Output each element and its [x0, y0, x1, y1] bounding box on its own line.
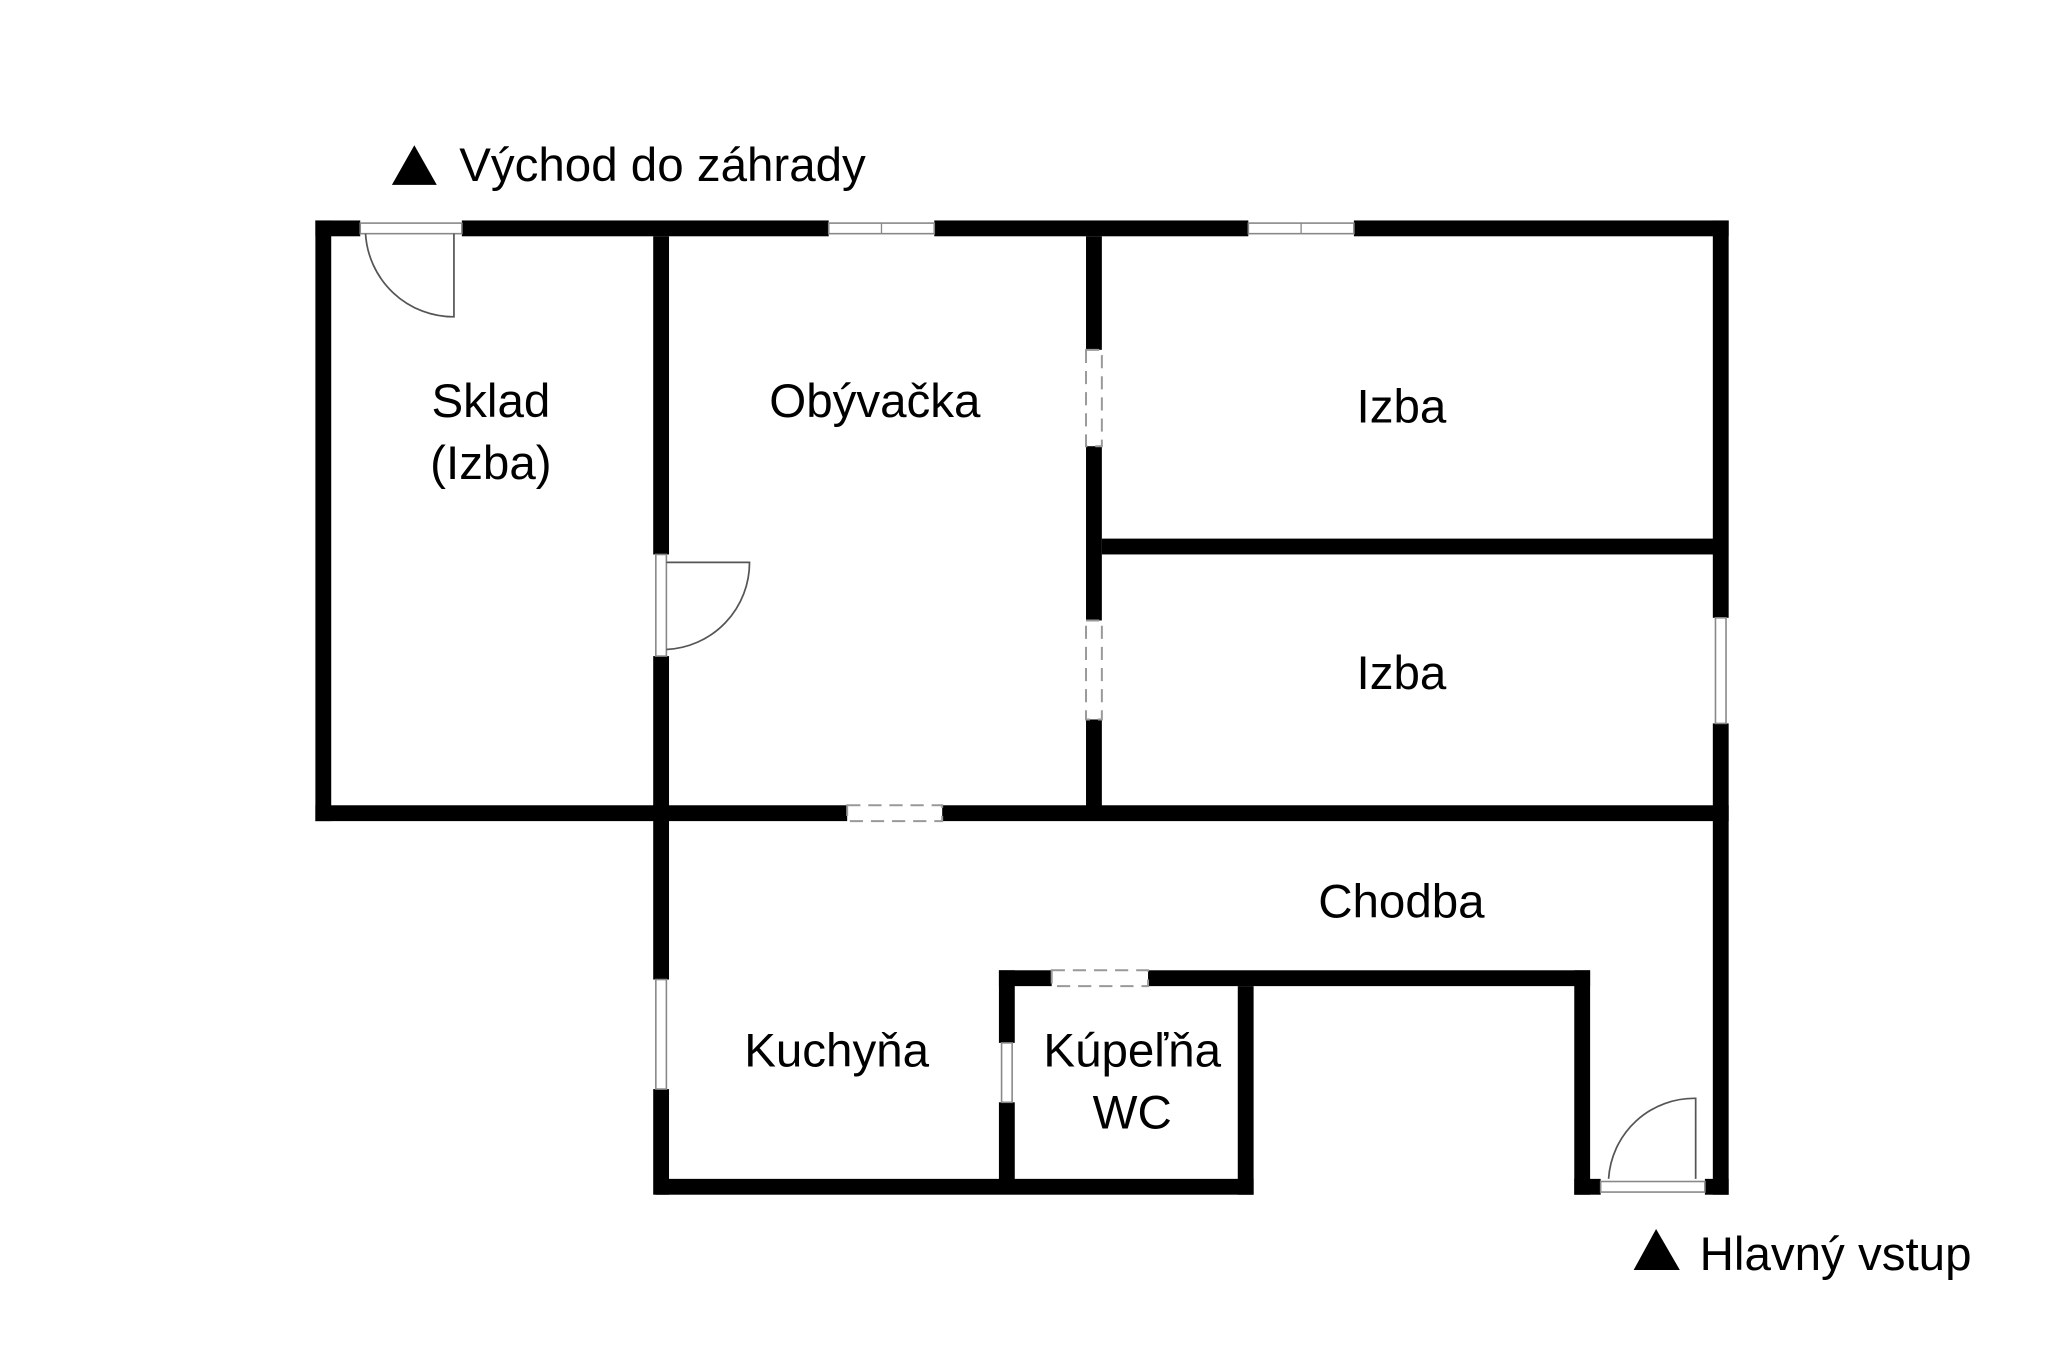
room-label-hallway: Chodba: [1318, 875, 1485, 928]
garden-exit-triangle-icon: [391, 145, 437, 185]
room-label-wc: WC: [1093, 1087, 1172, 1140]
room-label-room1: Izba: [1357, 380, 1447, 433]
room-label-living: Obývačka: [769, 375, 981, 428]
main-entrance-label: Hlavný vstup: [1700, 1228, 1972, 1281]
main-entrance-triangle-icon: [1633, 1229, 1680, 1270]
windows: [655, 222, 1727, 1104]
room-label-storage: Sklad: [431, 375, 550, 428]
openings: [846, 348, 1150, 988]
room-label-kitchen: Kuchyňa: [744, 1025, 929, 1078]
room-label-bathroom: Kúpeľňa: [1043, 1025, 1221, 1078]
walls: [315, 220, 1729, 1195]
garden-exit-label: Východ do záhrady: [459, 139, 866, 192]
room-label-room2: Izba: [1357, 647, 1447, 700]
doors: [359, 222, 1706, 1193]
room-label-storage-sub: (Izba): [430, 437, 551, 490]
